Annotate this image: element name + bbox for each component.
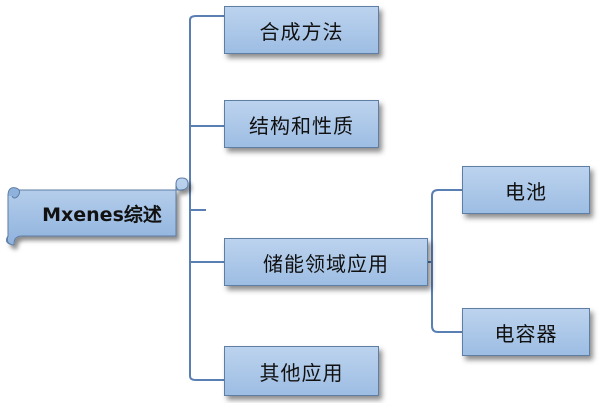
branch-label: 储能领域应用 bbox=[263, 251, 389, 276]
root-node-label: Mxenes综述 bbox=[42, 203, 162, 226]
branch-label: 其他应用 bbox=[259, 360, 344, 385]
leaf-label: 电池 bbox=[505, 179, 547, 204]
leaf-battery: 电池 bbox=[462, 166, 590, 214]
branch-other-applications: 其他应用 bbox=[224, 346, 379, 396]
connector-energy-children bbox=[428, 189, 462, 333]
branch-structure-properties: 结构和性质 bbox=[224, 100, 379, 148]
root-scroll-shape bbox=[5, 177, 189, 246]
leaf-capacitor: 电容器 bbox=[462, 308, 590, 356]
branch-label: 合成方法 bbox=[259, 19, 344, 44]
branch-synthesis-methods: 合成方法 bbox=[224, 6, 379, 54]
connector-root-branches bbox=[189, 15, 224, 381]
branch-label: 结构和性质 bbox=[249, 113, 354, 138]
branch-energy-storage: 储能领域应用 bbox=[224, 238, 428, 286]
leaf-label: 电容器 bbox=[494, 321, 558, 346]
